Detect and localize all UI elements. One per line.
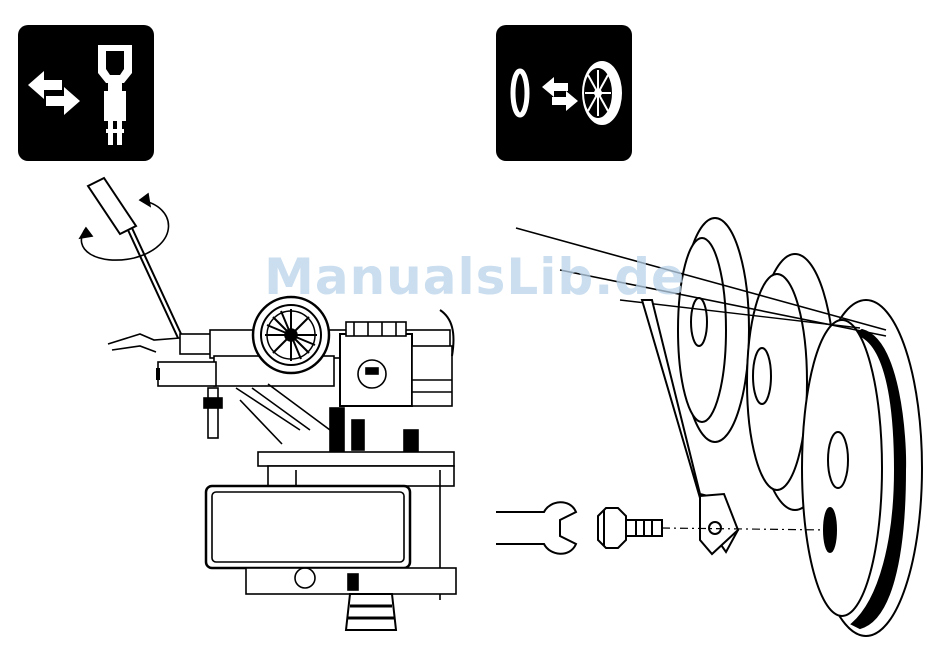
locomotive-chassis-detail [108,297,456,630]
wrench-icon [496,502,576,554]
drive-wheels-detail [516,218,922,636]
hex-bolt-icon [598,508,662,548]
